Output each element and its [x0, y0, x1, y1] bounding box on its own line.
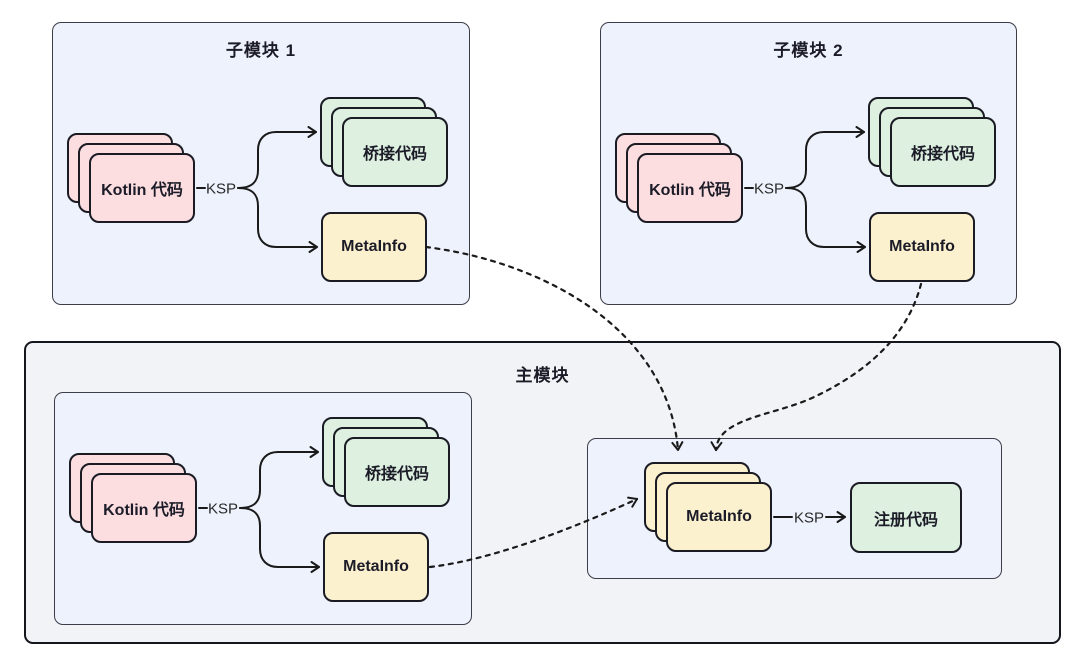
ksp-to-metainfo-arrow [785, 187, 866, 253]
merged-metainfo-stack: MetaInfo [644, 462, 772, 552]
ksp-label: KSP [205, 180, 237, 198]
module-title-main: 主模块 [515, 366, 570, 385]
ksp-to-bridge-arrow [237, 126, 317, 189]
ksp-label: KSP [207, 500, 239, 518]
bridge-code-stack: 桥接代码 [322, 417, 450, 507]
kotlin-code-label: Kotlin 代码 [649, 182, 731, 199]
pipeline-main-inner: Kotlin 代码 KSP 桥接代码 MetaInfo [69, 417, 450, 602]
kotlin-code-stack: Kotlin 代码 [615, 133, 743, 223]
kotlin-code-label: Kotlin 代码 [101, 182, 183, 199]
metainfo-label: MetaInfo [343, 558, 409, 575]
bridge-code-label: 桥接代码 [362, 146, 427, 163]
ksp-to-bridge-arrow [239, 446, 319, 509]
ksp-to-bridge-arrow [785, 126, 865, 189]
metainfo-label: MetaInfo [341, 238, 407, 255]
metainfo-card: MetaInfo [869, 212, 975, 282]
ksp-label: KSP [753, 180, 785, 198]
kotlin-code-card: Kotlin 代码 [91, 473, 197, 543]
register-code-card: 注册代码 [850, 482, 962, 553]
pipeline-sub1: Kotlin 代码 KSP 桥接代码 MetaInfo [67, 97, 448, 282]
kotlin-code-card: Kotlin 代码 [89, 153, 195, 223]
bridge-code-stack: 桥接代码 [868, 97, 996, 187]
metainfo-card: MetaInfo [321, 212, 427, 282]
kotlin-code-stack: Kotlin 代码 [67, 133, 195, 223]
metainfo-label: MetaInfo [889, 238, 955, 255]
pipeline-sub2: Kotlin 代码 KSP 桥接代码 MetaInfo [615, 97, 996, 282]
merged-metainfo-label: MetaInfo [686, 508, 752, 525]
ksp-to-metainfo-arrow [237, 187, 318, 253]
kotlin-code-stack: Kotlin 代码 [69, 453, 197, 543]
bridge-code-card: 桥接代码 [342, 117, 448, 187]
ksp-label-merged: KSP [793, 509, 825, 527]
merged-metainfo-card: MetaInfo [666, 482, 772, 552]
kotlin-code-label: Kotlin 代码 [103, 502, 185, 519]
bridge-code-card: 桥接代码 [890, 117, 996, 187]
metainfo-card: MetaInfo [323, 532, 429, 602]
bridge-code-label: 桥接代码 [364, 466, 429, 483]
bridge-code-stack: 桥接代码 [320, 97, 448, 187]
module-title-sub2: 子模块 2 [773, 41, 844, 60]
ksp-to-metainfo-arrow [239, 507, 320, 573]
register-code-label: 注册代码 [873, 511, 938, 529]
kotlin-code-card: Kotlin 代码 [637, 153, 743, 223]
bridge-code-card: 桥接代码 [344, 437, 450, 507]
module-title-sub1: 子模块 1 [225, 41, 297, 60]
bridge-code-label: 桥接代码 [910, 146, 975, 163]
